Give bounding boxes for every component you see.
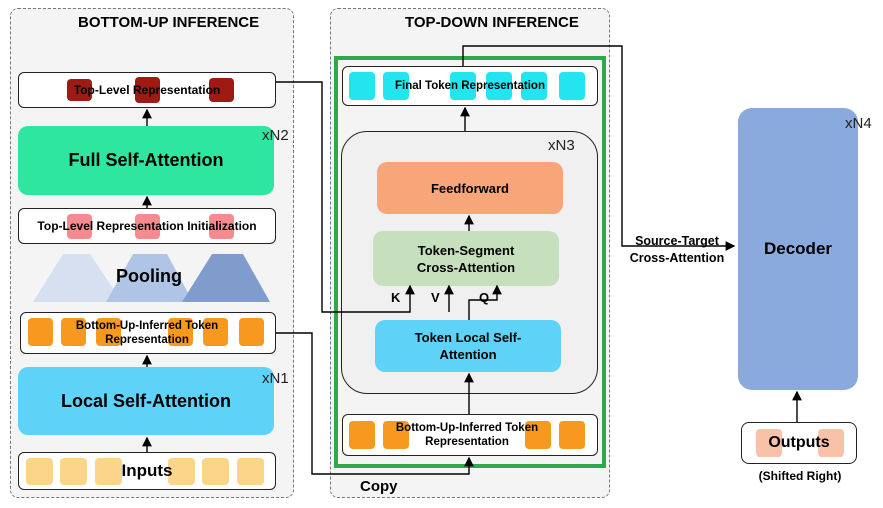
top-level-token — [209, 78, 234, 102]
inputs-box: Inputs — [18, 452, 276, 490]
representation-init-label: Top-Level Representation Initialization — [37, 219, 257, 233]
final-token — [486, 72, 512, 100]
top-level-representation-box: Top-Level Representation — [18, 72, 276, 108]
input-token — [202, 458, 229, 485]
top-level-token — [67, 79, 92, 101]
cross-attention-label: Token-Segment Cross-Attention — [416, 242, 516, 275]
source-target-cross-attention-label: Source-Target Cross-Attention — [618, 233, 736, 267]
final-token — [450, 72, 476, 100]
bottom-up-token — [28, 318, 53, 346]
init-token — [209, 214, 234, 239]
final-token — [559, 72, 585, 100]
top-down-input-representation-box: Bottom-Up-Inferred Token Representation — [342, 414, 598, 456]
bottom-up-token — [61, 318, 86, 346]
repeat-n4-label: xN4 — [845, 115, 872, 132]
input-token — [26, 458, 53, 485]
bottom-up-token — [559, 421, 585, 449]
top-down-input-representation-label: Bottom-Up-Inferred Token Representation — [395, 422, 539, 448]
bottom-up-token-representation-label: Bottom-Up-Inferred Token Representation — [75, 320, 219, 346]
outputs-label: Outputs — [768, 434, 830, 451]
input-token — [168, 458, 195, 485]
init-token — [135, 214, 160, 239]
v-label: V — [431, 290, 440, 305]
token-local-self-attention-label: Token Local Self-Attention — [414, 330, 522, 362]
bottom-up-token — [349, 421, 375, 449]
bottom-up-token-representation-box: Bottom-Up-Inferred Token Representation — [20, 312, 276, 354]
pooling-trapezoid — [33, 254, 122, 302]
final-token-representation-box: Final Token Representation — [342, 66, 598, 106]
output-token — [818, 429, 844, 457]
input-token — [95, 458, 122, 485]
representation-init-box: Top-Level Representation Initialization — [18, 208, 276, 244]
output-token — [756, 429, 782, 457]
outputs-box: Outputs — [741, 422, 857, 464]
arrow-q — [468, 284, 502, 320]
repeat-n3-label: xN3 — [548, 137, 575, 154]
final-token — [383, 72, 409, 100]
line-top-level-to-kv — [276, 81, 415, 313]
token-segment-cross-attention-block: Token-Segment Cross-Attention — [373, 231, 559, 286]
final-token — [521, 72, 547, 100]
decoder-block: Decoder — [738, 108, 858, 390]
top-level-representation-label: Top-Level Representation — [73, 83, 221, 97]
final-token — [349, 72, 375, 100]
bottom-up-token — [383, 421, 409, 449]
top-down-title: TOP-DOWN INFERENCE — [405, 14, 579, 31]
shifted-right-label: (Shifted Right) — [758, 469, 842, 483]
inputs-label: Inputs — [121, 461, 173, 480]
bottom-up-token — [96, 318, 121, 346]
line-copy — [276, 332, 474, 475]
init-token — [67, 214, 92, 239]
repeat-n2-label: xN2 — [262, 127, 289, 144]
bottom-up-title: BOTTOM-UP INFERENCE — [78, 14, 260, 31]
bottom-up-token — [203, 318, 228, 346]
pooling-trapezoid — [182, 254, 270, 302]
full-self-attention-block: Full Self-Attention — [18, 126, 274, 195]
input-token — [60, 458, 87, 485]
local-self-attention-block: Local Self-Attention — [18, 367, 274, 435]
bottom-up-token — [239, 318, 264, 346]
bottom-up-token — [168, 318, 193, 346]
final-token-representation-label: Final Token Representation — [395, 80, 545, 92]
feedforward-block: Feedforward — [377, 162, 563, 214]
line-final-to-decoder — [462, 45, 736, 251]
source-target-label: Source-Target Cross-Attention — [629, 234, 725, 265]
token-local-self-attention-block: Token Local Self-Attention — [375, 320, 561, 372]
copy-label: Copy — [360, 478, 398, 495]
repeat-n1-label: xN1 — [262, 370, 289, 387]
top-level-token — [135, 77, 160, 103]
input-token — [237, 458, 264, 485]
pooling-trapezoid — [106, 254, 193, 302]
pooling-label: Pooling — [116, 266, 182, 286]
q-label: Q — [479, 290, 490, 305]
bottom-up-token — [525, 421, 551, 449]
k-label: K — [391, 290, 401, 305]
